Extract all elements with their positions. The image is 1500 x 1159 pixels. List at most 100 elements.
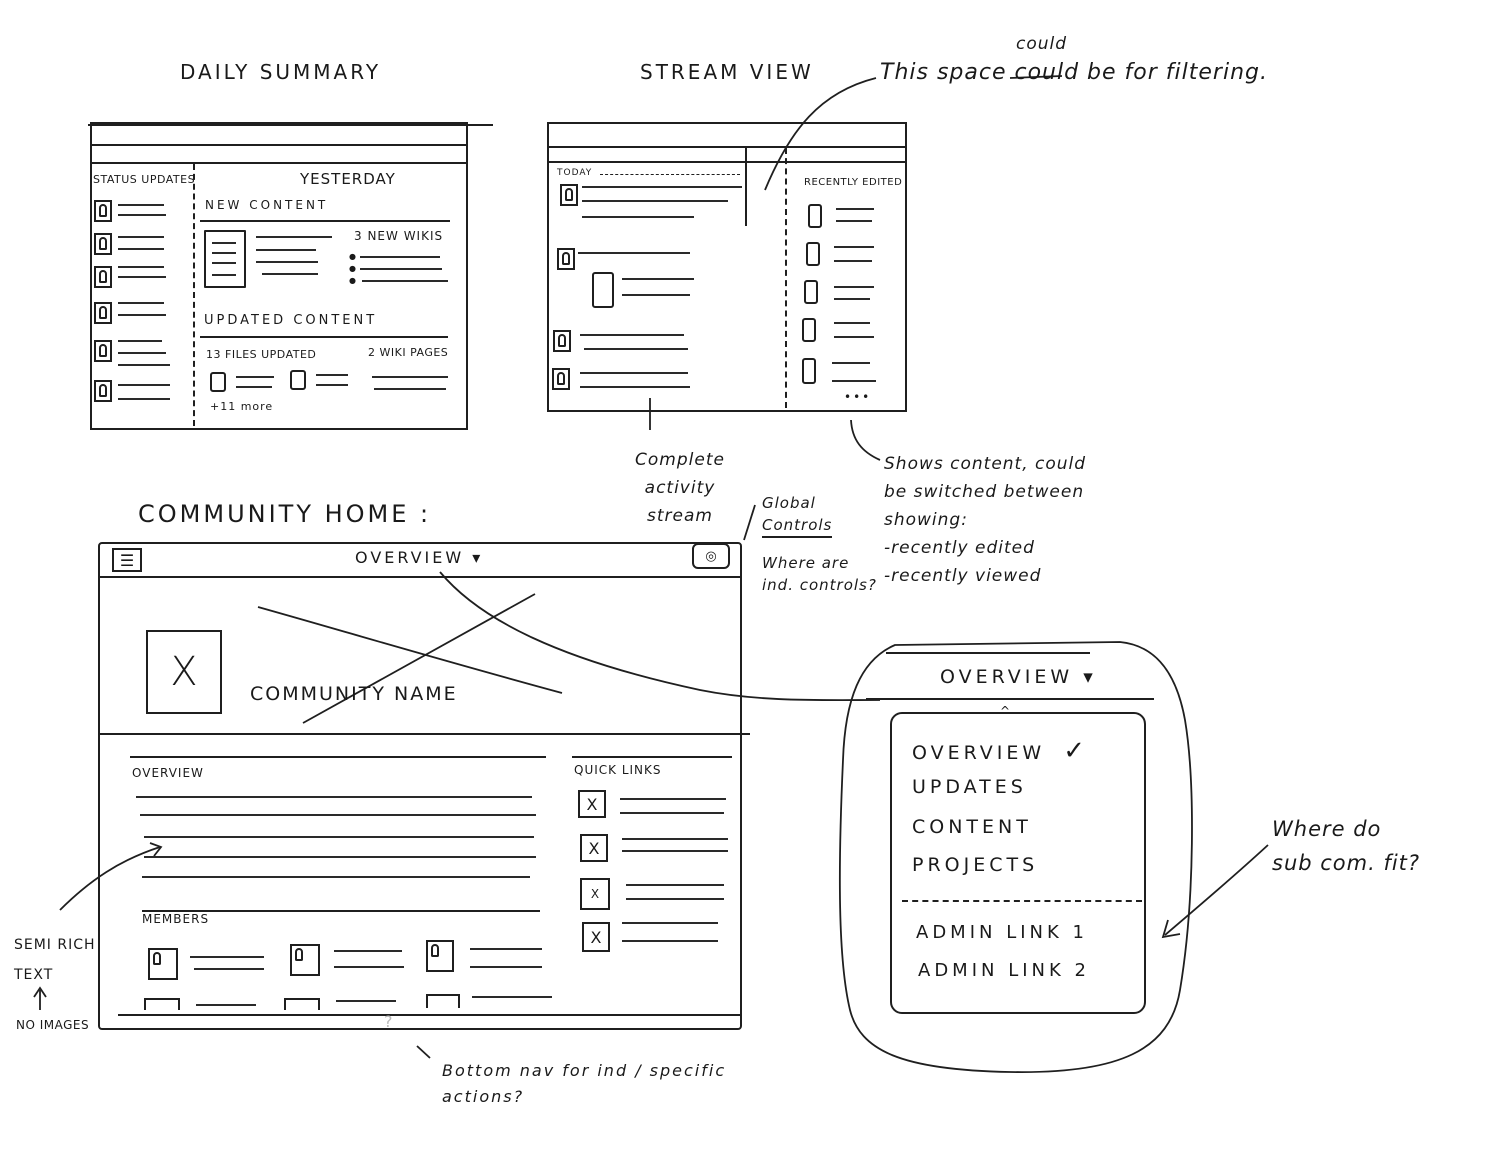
annotation-line: Global — [762, 494, 816, 512]
text-line — [582, 216, 694, 218]
quick-link-icon[interactable]: X — [578, 790, 606, 818]
caret-down-icon: ▾ — [1083, 666, 1097, 688]
bullet-icon: ● — [349, 264, 356, 273]
quick-link-icon[interactable]: X — [580, 834, 608, 862]
new-wikis-label: 3 New Wikis — [354, 229, 444, 243]
account-icon[interactable]: ◎ — [692, 543, 730, 569]
file-icon — [210, 372, 226, 392]
menu-item-updates[interactable]: Updates — [912, 776, 1027, 798]
annotation-line: Complete activity — [635, 450, 725, 498]
member-avatar-icon[interactable] — [426, 940, 454, 972]
text-line — [256, 249, 316, 251]
toolbar-divider — [549, 146, 905, 148]
text-line — [316, 374, 348, 376]
overview-heading: Overview — [132, 766, 204, 780]
member-avatar-icon[interactable] — [148, 948, 178, 980]
menu-item-admin-link-2[interactable]: Admin Link 2 — [918, 960, 1090, 981]
text-line — [118, 302, 164, 304]
text-line — [136, 796, 532, 798]
text-line — [584, 348, 688, 350]
text-line — [118, 214, 166, 216]
text-line — [620, 798, 726, 800]
text-line — [834, 260, 872, 262]
text-line — [620, 812, 724, 814]
annotation-line: Where do — [1272, 817, 1382, 841]
dropdown-menu — [890, 712, 1146, 1014]
semi-rich-text-annotation: Semi rich text — [14, 930, 96, 990]
top-border-line — [88, 124, 493, 126]
text-line — [118, 340, 162, 342]
document-icon — [804, 280, 818, 304]
header-divider — [100, 576, 740, 578]
annotation-line: actions? — [442, 1087, 525, 1106]
menu-item-projects[interactable]: Projects — [912, 854, 1039, 876]
text-line — [470, 948, 542, 950]
text-line — [194, 968, 264, 970]
text-line — [144, 836, 534, 838]
text-line — [360, 256, 440, 258]
menu-item-content[interactable]: Content — [912, 816, 1032, 838]
text-line — [140, 814, 536, 816]
dropdown-trigger[interactable]: Overview ▾ — [940, 666, 1097, 688]
text-line — [196, 1004, 256, 1006]
updated-content-heading: Updated Content — [204, 313, 378, 328]
text-line — [470, 966, 542, 968]
member-avatar-icon[interactable] — [284, 998, 320, 1010]
no-images-annotation: no images — [16, 1018, 90, 1032]
bottom-nav-placeholder[interactable]: ? — [384, 1012, 393, 1031]
document-icon — [808, 204, 822, 228]
hamburger-menu-icon[interactable]: ☰ — [112, 548, 142, 572]
bullet-icon: ● — [349, 276, 356, 285]
text-line — [836, 220, 872, 222]
toolbar-divider — [92, 144, 466, 146]
member-avatar-icon[interactable] — [426, 994, 460, 1008]
text-line — [262, 273, 318, 275]
sidebar-divider — [193, 164, 195, 426]
sub-com-annotation: Where do sub com. fit? — [1272, 812, 1420, 880]
quick-link-icon[interactable]: X — [580, 878, 610, 910]
section-divider — [572, 756, 732, 758]
new-content-heading: New Content — [205, 198, 329, 212]
section-divider — [130, 756, 546, 758]
today-divider — [600, 174, 740, 175]
doc-line — [212, 242, 236, 244]
text-line — [580, 372, 688, 374]
text-line — [834, 336, 874, 338]
side-panel-divider — [785, 148, 787, 408]
ind-controls-annotation: Where are ind. controls? — [762, 552, 877, 596]
inserted-word: could — [1016, 34, 1068, 54]
annotation-line: showing: — [884, 510, 968, 530]
today-label: Today — [557, 168, 593, 178]
more-indicator[interactable]: ••• — [844, 390, 872, 404]
menu-item-admin-link-1[interactable]: Admin Link 1 — [916, 922, 1088, 943]
header-bottom-line — [866, 698, 1154, 700]
header-top-line — [886, 652, 1090, 654]
dropdown-pointer: ^ — [1000, 704, 1011, 718]
yesterday-heading: Yesterday — [300, 170, 396, 188]
avatar-icon — [552, 368, 570, 390]
file-icon — [290, 370, 306, 390]
text-line — [334, 966, 404, 968]
status-updates-heading: Status Updates — [93, 173, 196, 186]
avatar-icon — [560, 184, 578, 206]
more-files-link[interactable]: +11 more — [210, 400, 274, 413]
text-line — [582, 186, 742, 188]
text-line — [334, 950, 402, 952]
text-line — [118, 266, 164, 268]
annotation-line: Bottom nav for ind / specific — [442, 1061, 727, 1080]
checkmark-icon: ✓ — [1063, 736, 1086, 766]
member-avatar-icon[interactable] — [144, 998, 180, 1010]
annotation-line: be switched between — [884, 482, 1085, 502]
member-avatar-icon[interactable] — [290, 944, 320, 976]
document-icon — [592, 272, 614, 308]
stream-view-frame — [547, 122, 907, 412]
sub-com-arrow — [1164, 844, 1269, 936]
bottom-nav-annotation: Bottom nav for ind / specific actions? — [442, 1058, 726, 1110]
annotation-line: Controls — [762, 514, 833, 538]
text-line — [118, 352, 166, 354]
overview-nav-dropdown[interactable]: Overview ▾ — [355, 548, 483, 567]
quick-link-icon[interactable]: X — [582, 922, 610, 952]
text-line — [362, 280, 448, 282]
bottom-nav-leader — [416, 1045, 431, 1059]
menu-item-overview[interactable]: Overview ✓ — [912, 736, 1085, 766]
